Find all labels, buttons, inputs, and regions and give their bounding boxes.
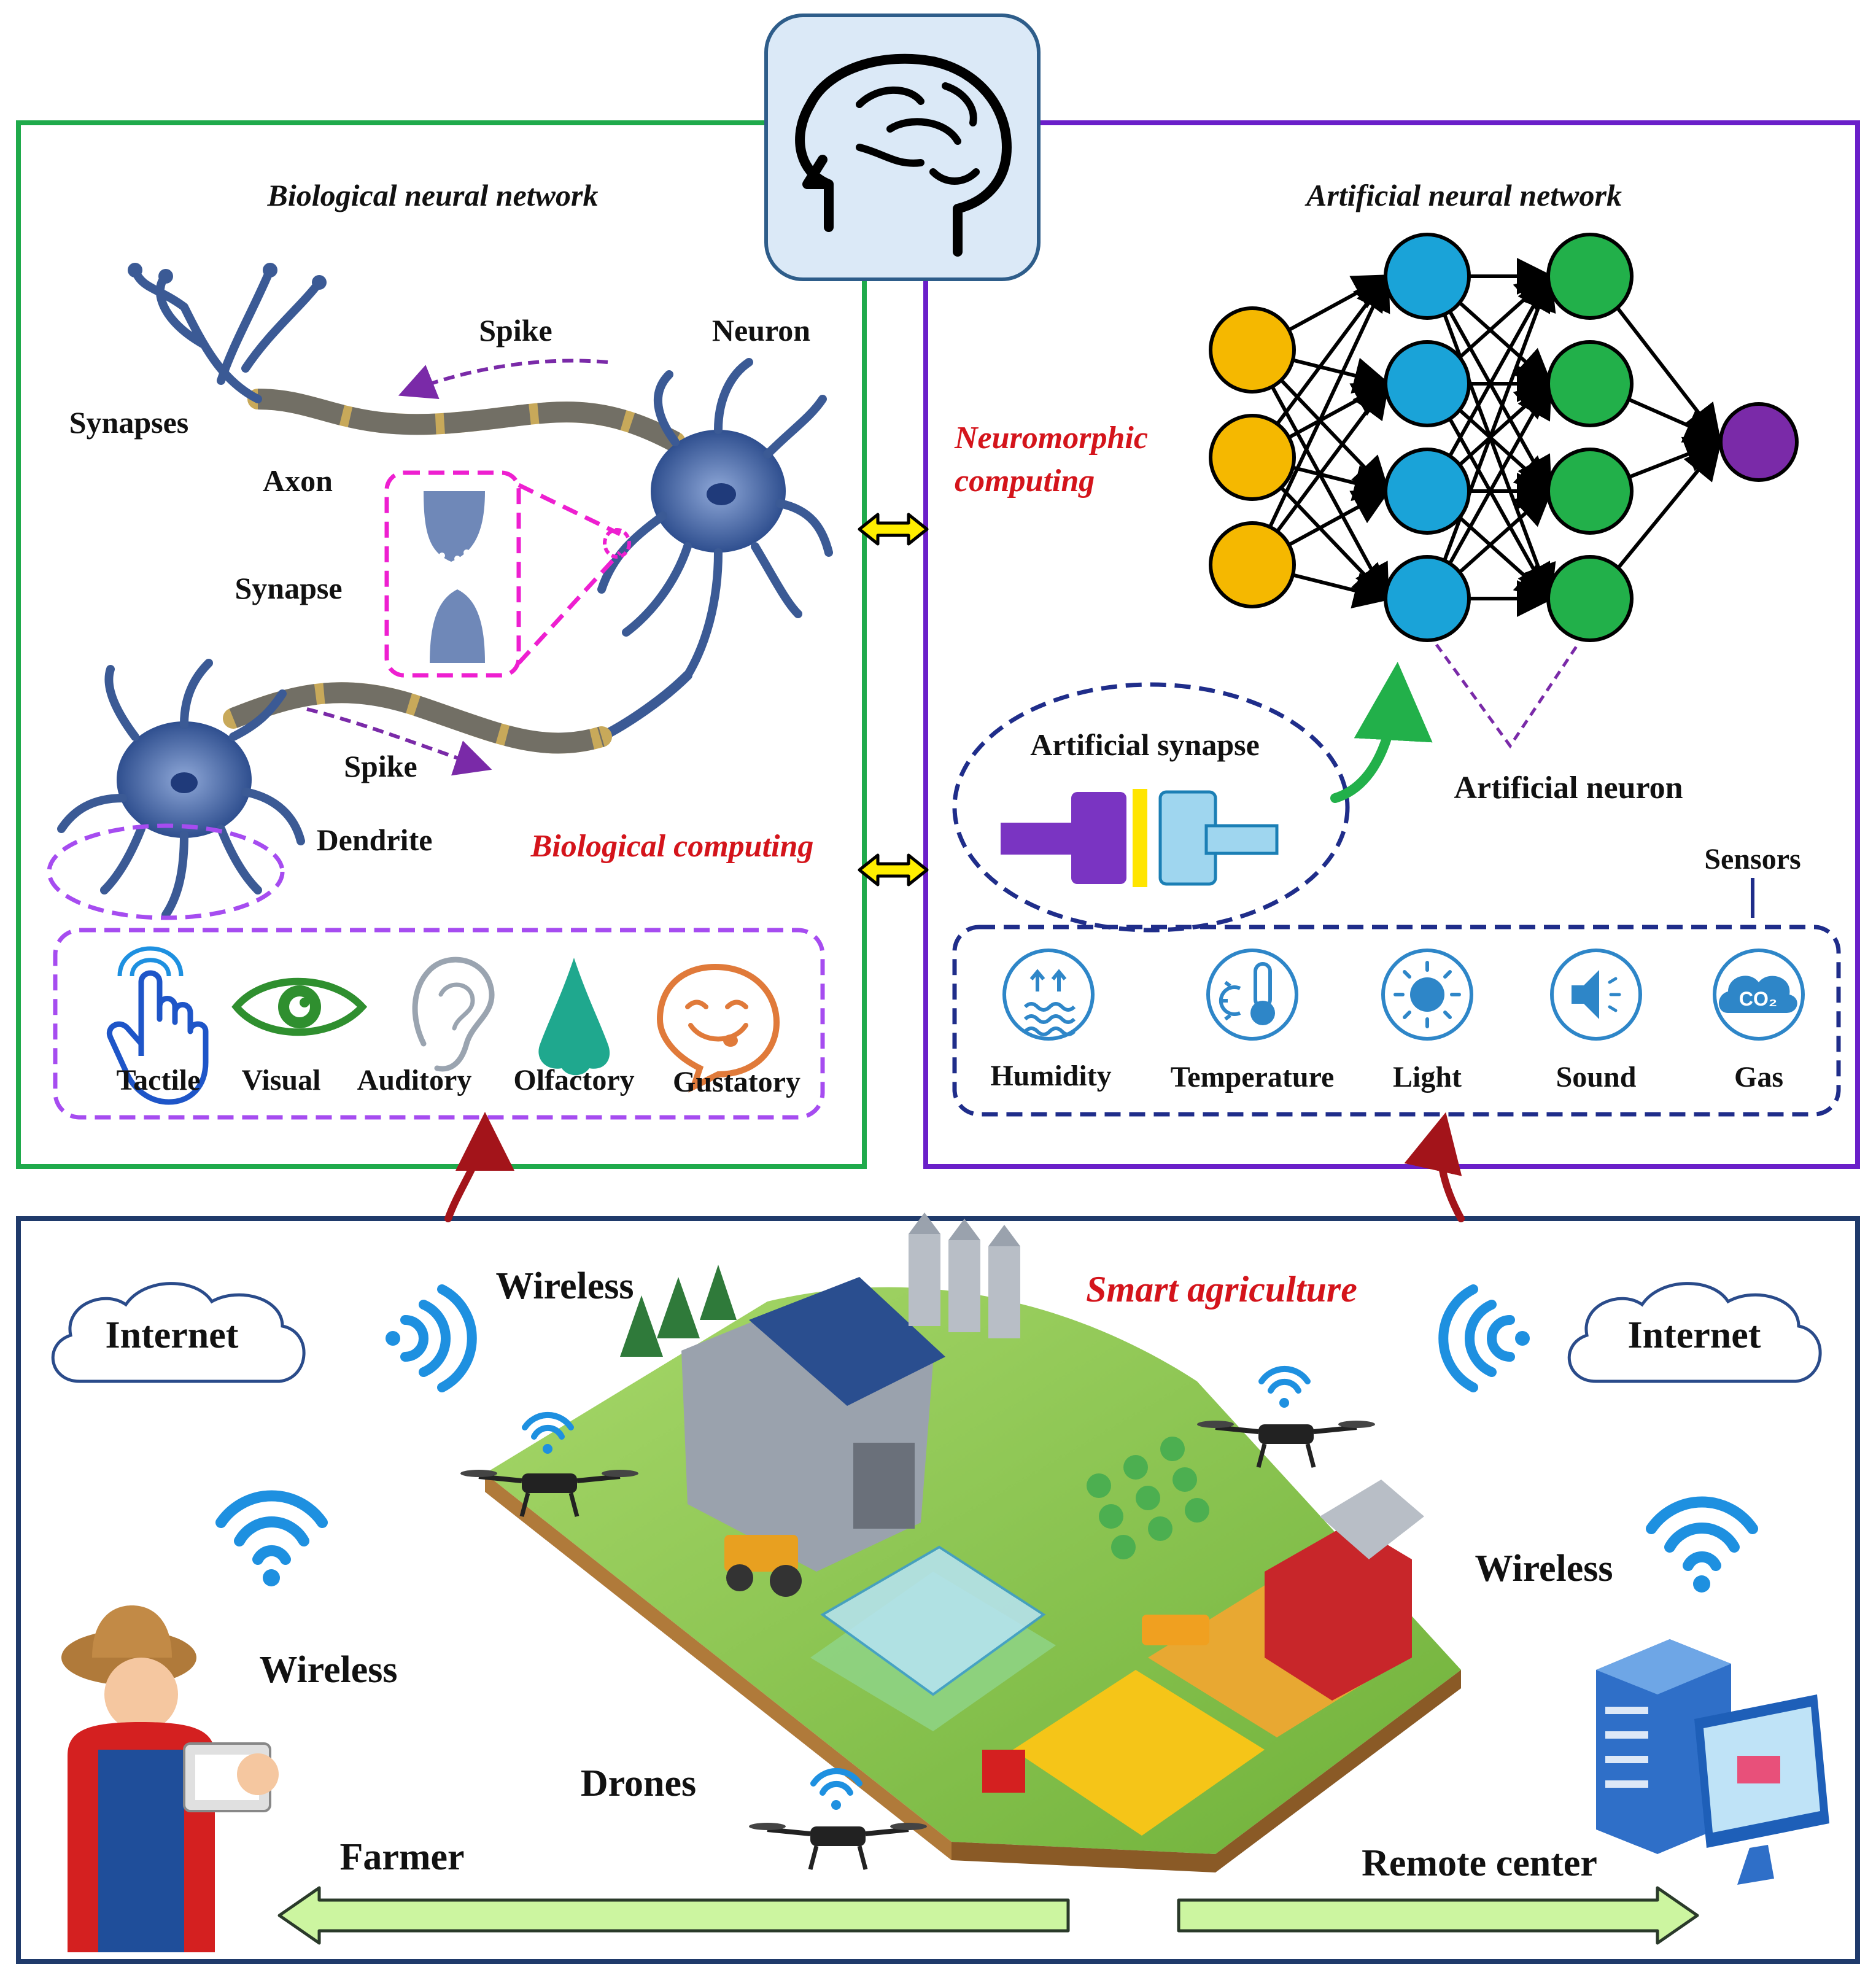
neuron-label: Neuron [712,313,810,347]
ear-icon [412,956,495,1072]
neuromorphic-label-line1: Neuromorphic [954,421,1148,456]
biological-title: Biological neural network [267,178,599,212]
artificial-synapse-outline [952,682,1350,933]
dendrite-highlight [47,823,285,920]
artificial-synapse-label: Artificial synapse [1030,728,1260,762]
wifi-signal-icon [215,1490,328,1565]
farmer-label: Farmer [339,1836,464,1878]
humidity-icon [1002,949,1095,1041]
drone-icon [1197,1365,1375,1468]
sensor-label-sound: Sound [1556,1061,1637,1093]
sense-label-olfactory: Olfactory [513,1064,634,1096]
axon-label: Axon [263,464,333,498]
bottom-neuron [57,659,612,919]
drones-label: Drones [581,1763,696,1804]
hidden-node [1384,448,1471,535]
internet-left-label: Internet [106,1314,239,1356]
nose-icon [538,958,610,1076]
sense-label-tactile: Tactile [117,1064,201,1096]
taste-face-icon [656,963,780,1093]
biological-computing-label: Biological computing [530,829,814,864]
sensor-label-light: Light [1393,1061,1462,1093]
cloud-icon [51,1282,306,1383]
output-node [1719,402,1799,482]
bidirectional-arrow-lower [858,853,929,887]
hidden-layer-1 [1384,233,1471,642]
hidden-node [1546,448,1634,535]
internet-right-label: Internet [1628,1314,1761,1356]
hidden-node [1384,340,1471,427]
sense-label-auditory: Auditory [357,1064,472,1096]
sensors-box [952,925,1841,1117]
synapses-label: Synapses [69,405,189,440]
wifi-signal-icon [1515,1331,1530,1346]
hidden-node [1384,555,1471,642]
artificial-title: Artificial neural network [1304,178,1622,212]
farm-to-sensors-arrow [1404,1112,1465,1222]
sensor-label-temperature: Temperature [1171,1061,1335,1093]
arrow-to-farmer [277,1886,1070,1945]
hidden-node [1546,340,1634,427]
thermometer-icon [1206,949,1298,1041]
wifi-signal-icon [1693,1575,1710,1593]
input-node [1209,306,1296,394]
server-computer-icon [1596,1639,1829,1885]
remote-center-label: Remote center [1362,1842,1597,1884]
agriculture-panel [16,1216,1860,1964]
svg-text:CO₂: CO₂ [1739,988,1777,1010]
wireless-left-label: Wireless [259,1649,397,1691]
synapse-label: Synapse [234,571,342,605]
hidden-node [1546,555,1634,642]
sensor-label-humidity: Humidity [990,1060,1111,1092]
neuromorphic-label-line2: computing [955,464,1095,499]
input-node [1209,521,1296,608]
sense-label-gustatory: Gustatory [673,1066,800,1098]
network-edges [1250,258,1723,617]
hand-touch-icon [106,946,209,1105]
wifi-signal-icon [386,1331,400,1346]
spike-top-arrow [398,359,608,400]
spike-bottom-label: Spike [344,749,417,783]
artificial-synapse-device-icon [1001,789,1279,887]
sensor-label-gas: Gas [1734,1061,1783,1093]
synapse-zoom-inset [384,470,631,678]
artificial-neuron-pointer [1435,643,1579,749]
hidden-node [1546,233,1634,320]
artificial-panel [923,120,1860,1169]
artificial-neuron-label: Artificial neuron [1454,770,1683,805]
wireless-top-label: Wireless [495,1265,634,1307]
wireless-right-label: Wireless [1475,1548,1613,1589]
spike-top-label: Spike [479,313,552,347]
sense-label-visual: Visual [242,1064,321,1096]
hidden-node [1384,233,1471,320]
arrow-to-remote-center [1177,1886,1699,1945]
drone-icon [460,1411,638,1517]
sun-icon [1381,949,1473,1041]
bidirectional-arrow-upper [858,513,929,546]
speaker-icon [1550,949,1642,1041]
drone-icon [749,1767,927,1870]
wifi-signal-icon [1646,1496,1758,1571]
wifi-signal-icon [263,1569,280,1586]
cloud-icon [1567,1282,1822,1383]
farm-to-senses-arrow [444,1112,514,1222]
hidden-layer-2 [1546,233,1634,642]
co2-cloud-icon: CO₂ [1713,949,1805,1041]
farmer-figure [61,1605,279,1952]
input-layer [1209,306,1296,608]
senses-box [53,928,825,1120]
brain-head-icon [764,14,1041,281]
synapse-to-network-arrow [1330,662,1433,803]
wifi-signal-icon [400,1284,477,1392]
input-node [1209,414,1296,501]
biological-panel [16,120,867,1169]
smart-agriculture-title: Smart agriculture [1086,1269,1357,1310]
eye-icon [231,977,368,1036]
wifi-signal-icon [1438,1284,1515,1392]
spike-bottom-arrow [306,707,492,776]
sensors-label: Sensors [1704,843,1800,875]
dendrite-label: Dendrite [317,823,433,857]
